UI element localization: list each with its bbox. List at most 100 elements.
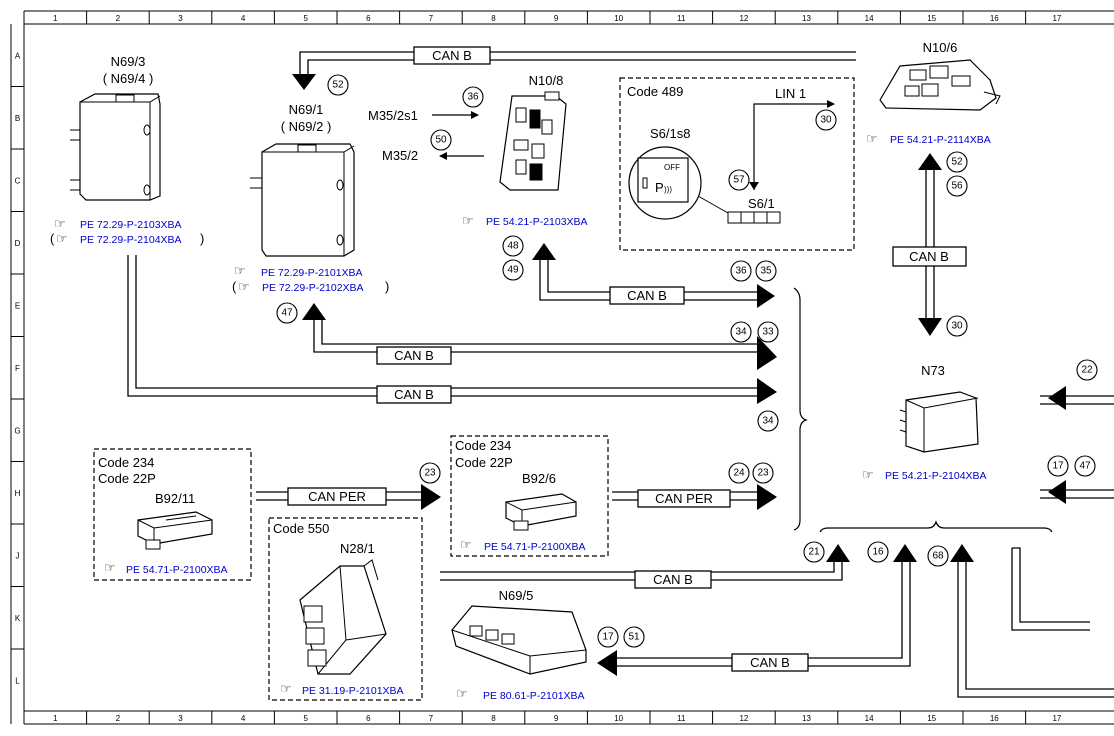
component-n69-3[interactable]: N69/3 ( N69/4 ) ☞ PE 72.29-P-2103XBA ( ☞… — [50, 54, 204, 246]
b92-6-name: B92/6 — [522, 471, 556, 486]
n69-1-ref2[interactable]: PE 72.29-P-2102XBA — [262, 282, 364, 294]
m35-2s1-label: M35/2s1 — [368, 108, 418, 123]
svg-text:47: 47 — [1079, 461, 1091, 472]
bus-labels: CAN B CAN B CAN B CAN B CAN B CAN PER CA… — [287, 46, 967, 672]
n69-1-ref1[interactable]: PE 72.29-P-2101XBA — [261, 267, 363, 279]
callout-badge-36: 36 — [462, 86, 484, 108]
svg-text:34: 34 — [735, 327, 747, 338]
n69-5-name: N69/5 — [499, 588, 534, 603]
grid-row-label: A — [15, 51, 21, 60]
grid-column-label: 4 — [241, 14, 246, 23]
b92-6-ref[interactable]: PE 54.71-P-2100XBA — [484, 541, 586, 553]
grid-column-label: 17 — [1052, 714, 1061, 723]
n69-3-name: N69/3 — [111, 54, 146, 69]
pointing-hand-icon: ☞ — [456, 686, 468, 701]
b92-11-code2: Code 22P — [98, 471, 156, 486]
svg-text:34: 34 — [762, 416, 774, 427]
can-b-label-n10-6: CAN B — [909, 249, 949, 264]
n69-5-ref[interactable]: PE 80.61-P-2101XBA — [483, 690, 585, 702]
component-n69-5[interactable]: N69/5 ☞ PE 80.61-P-2101XBA — [451, 588, 587, 702]
s6-1-label: S6/1 — [748, 196, 775, 211]
component-b92-11[interactable]: Code 234 Code 22P B92/11 ☞ PE 54.71-P-21… — [93, 448, 252, 581]
paren-close: ) — [385, 279, 389, 294]
code-550-label: Code 550 — [273, 521, 329, 536]
grid-column-label: 7 — [429, 14, 434, 23]
component-n10-8[interactable]: N10/8 M35/2s1 M35/2 ☞ PE 54.21-P-2103XBA — [368, 73, 588, 228]
grid-column-label: 4 — [241, 714, 246, 723]
callout-badge-51: 51 — [623, 626, 645, 648]
switch-wave-icon: ))) — [664, 185, 672, 194]
svg-text:16: 16 — [872, 547, 884, 558]
grid-column-label: 2 — [116, 14, 121, 23]
svg-text:35: 35 — [760, 266, 772, 277]
n73-ref[interactable]: PE 54.21-P-2104XBA — [885, 470, 987, 482]
callout-badge-33: 33 — [757, 321, 779, 343]
callout-badge-24: 24 — [728, 462, 750, 484]
component-n28-1[interactable]: Code 550 N28/1 ☞ PE 31.19-P-2101XBA — [268, 517, 423, 701]
switch-p-text: P — [655, 180, 664, 195]
ezs-module-icon — [899, 391, 979, 453]
grid-column-label: 12 — [739, 14, 748, 23]
grid-column-label: 8 — [491, 14, 496, 23]
b92-6-code2: Code 22P — [455, 455, 513, 470]
n10-6-ref[interactable]: PE 54.21-P-2114XBA — [890, 134, 991, 146]
pointing-hand-icon: ☞ — [238, 279, 250, 294]
callout-badge-52: 52 — [327, 74, 349, 96]
component-b92-6[interactable]: Code 234 Code 22P B92/6 ☞ PE 54.71-P-210… — [450, 435, 609, 557]
callout-badge-21: 21 — [803, 541, 825, 563]
callout-badge-56: 56 — [946, 175, 968, 197]
sensor-icon — [137, 511, 213, 550]
can-b-label-n28-1: CAN B — [653, 572, 693, 587]
m35-2-label: M35/2 — [382, 148, 418, 163]
svg-text:47: 47 — [281, 308, 293, 319]
callout-badge-50: 50 — [430, 129, 452, 151]
component-n73[interactable]: N73 ☞ PE 54.21-P-2104XBA — [862, 363, 987, 482]
pointing-hand-icon: ☞ — [280, 681, 292, 696]
b92-11-code1: Code 234 — [98, 455, 154, 470]
svg-text:30: 30 — [951, 321, 963, 332]
component-n10-6[interactable]: N10/6 ☞ PE 54.21-P-2114XBA — [866, 40, 1001, 146]
svg-text:36: 36 — [467, 92, 479, 103]
n28-1-ref[interactable]: PE 31.19-P-2101XBA — [302, 685, 404, 697]
pointing-hand-icon: ☞ — [56, 231, 68, 246]
callout-badge-17: 17 — [597, 626, 619, 648]
can-b-label-n69-3: CAN B — [394, 387, 434, 402]
module-icon — [70, 93, 161, 201]
grid-column-label: 1 — [53, 14, 58, 23]
grid-column-label: 15 — [927, 14, 936, 23]
lin-1-label: LIN 1 — [775, 86, 806, 101]
n69-3-ref1[interactable]: PE 72.29-P-2103XBA — [80, 219, 182, 231]
paren-close: ) — [200, 231, 204, 246]
grid-column-label: 5 — [303, 714, 308, 723]
grid-column-label: 13 — [802, 714, 811, 723]
n10-6-name: N10/6 — [923, 40, 958, 55]
grid-column-label: 5 — [303, 14, 308, 23]
switch-off-text: OFF — [664, 163, 680, 172]
n10-8-ref[interactable]: PE 54.21-P-2103XBA — [486, 216, 588, 228]
grid-column-label: 14 — [865, 14, 874, 23]
callout-badge-34: 34 — [757, 410, 779, 432]
pointing-hand-icon: ☞ — [866, 131, 878, 146]
svg-text:33: 33 — [762, 327, 774, 338]
callout-badge-17: 17 — [1047, 455, 1069, 477]
svg-text:36: 36 — [735, 266, 747, 277]
paren-open: ( — [50, 231, 55, 246]
s6-1s8-name: S6/1s8 — [650, 126, 690, 141]
b92-11-ref[interactable]: PE 54.71-P-2100XBA — [126, 564, 228, 576]
component-n69-1[interactable]: N69/1 ( N69/2 ) ☞ PE 72.29-P-2101XBA ( ☞… — [232, 102, 389, 294]
callout-badge-36: 36 — [730, 260, 752, 282]
grid-column-label: 7 — [429, 714, 434, 723]
n69-3-ref2[interactable]: PE 72.29-P-2104XBA — [80, 234, 182, 246]
callout-badge-68: 68 — [927, 545, 949, 567]
callout-badge-35: 35 — [755, 260, 777, 282]
svg-text:17: 17 — [602, 632, 614, 643]
svg-text:17: 17 — [1052, 461, 1064, 472]
component-s6-1s8[interactable]: Code 489 S6/1s8 LIN 1 OFF P ))) S6/1 — [619, 77, 855, 251]
grid-row-label: G — [14, 426, 20, 435]
n69-1-name: N69/1 — [289, 102, 324, 117]
n69-3-alt: ( N69/4 ) — [103, 71, 154, 86]
grid-row-label: E — [15, 301, 20, 310]
callout-badge-30: 30 — [946, 315, 968, 337]
